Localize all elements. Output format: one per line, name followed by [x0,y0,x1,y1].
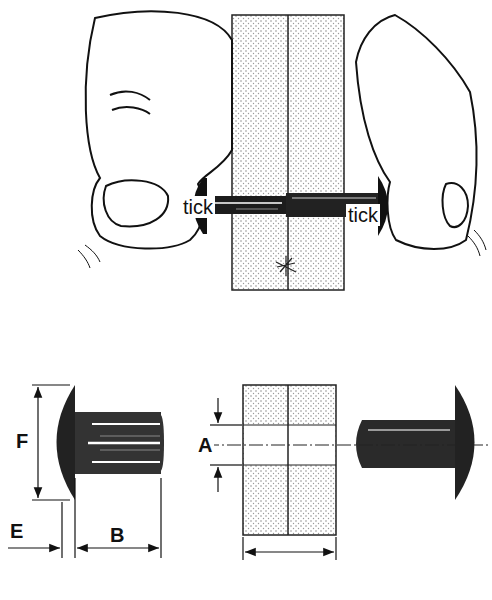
dimension-letter: E [8,520,25,542]
sound-label: tick [181,196,215,218]
sound-label: tick [346,204,380,226]
rivet-assembled [194,176,389,236]
left-hand [78,11,232,268]
dimension-letter: B [108,524,126,546]
click-symbol [276,256,296,276]
rivet-female-part [356,385,475,500]
centre-line [205,445,490,446]
dimension-letter: A [196,434,214,456]
rivet-male-part [57,385,165,500]
panel-section [243,385,336,535]
dimension-lines [8,385,336,560]
dimension-letter: F [14,430,30,452]
panel [232,15,344,290]
